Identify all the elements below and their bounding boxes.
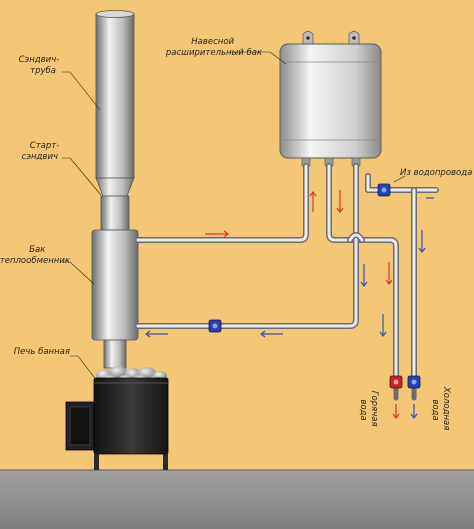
heat-exchanger-tank-label: Бак теплообменник: [0, 245, 71, 266]
expansion-tank: [279, 31, 382, 167]
sauna-stove: [65, 366, 169, 470]
start-sandwich: [95, 177, 135, 231]
sandwich-pipe: [95, 10, 135, 179]
start-sandwich-label: Старт- сэндвич: [22, 141, 62, 162]
heat-exchanger-tank: [91, 229, 139, 341]
cold-water-label: Холодная вода: [430, 386, 451, 433]
chimney-connector: [103, 339, 127, 369]
hot-outlet-pipe: [326, 163, 399, 385]
leader-lines: [62, 51, 406, 386]
flow-arrows: [145, 190, 434, 419]
return-valve: [208, 319, 222, 333]
return-pipe: [135, 163, 359, 329]
pipes: [135, 163, 439, 401]
hot-supply-pipe: [135, 163, 309, 243]
water-supply-label: Из водопровода: [400, 168, 472, 178]
supply-valve: [377, 183, 391, 197]
cold-water-tap: [407, 375, 421, 389]
hot-water-label: Горячая вода: [358, 391, 379, 430]
sauna-stove-label: Печь банная: [14, 347, 70, 357]
floor: [0, 470, 474, 529]
hot-water-tap: [389, 375, 403, 389]
expansion-tank-label: Навесной расширительный бак: [165, 37, 263, 58]
sandwich-pipe-label: Сэндвич- труба: [19, 55, 62, 76]
